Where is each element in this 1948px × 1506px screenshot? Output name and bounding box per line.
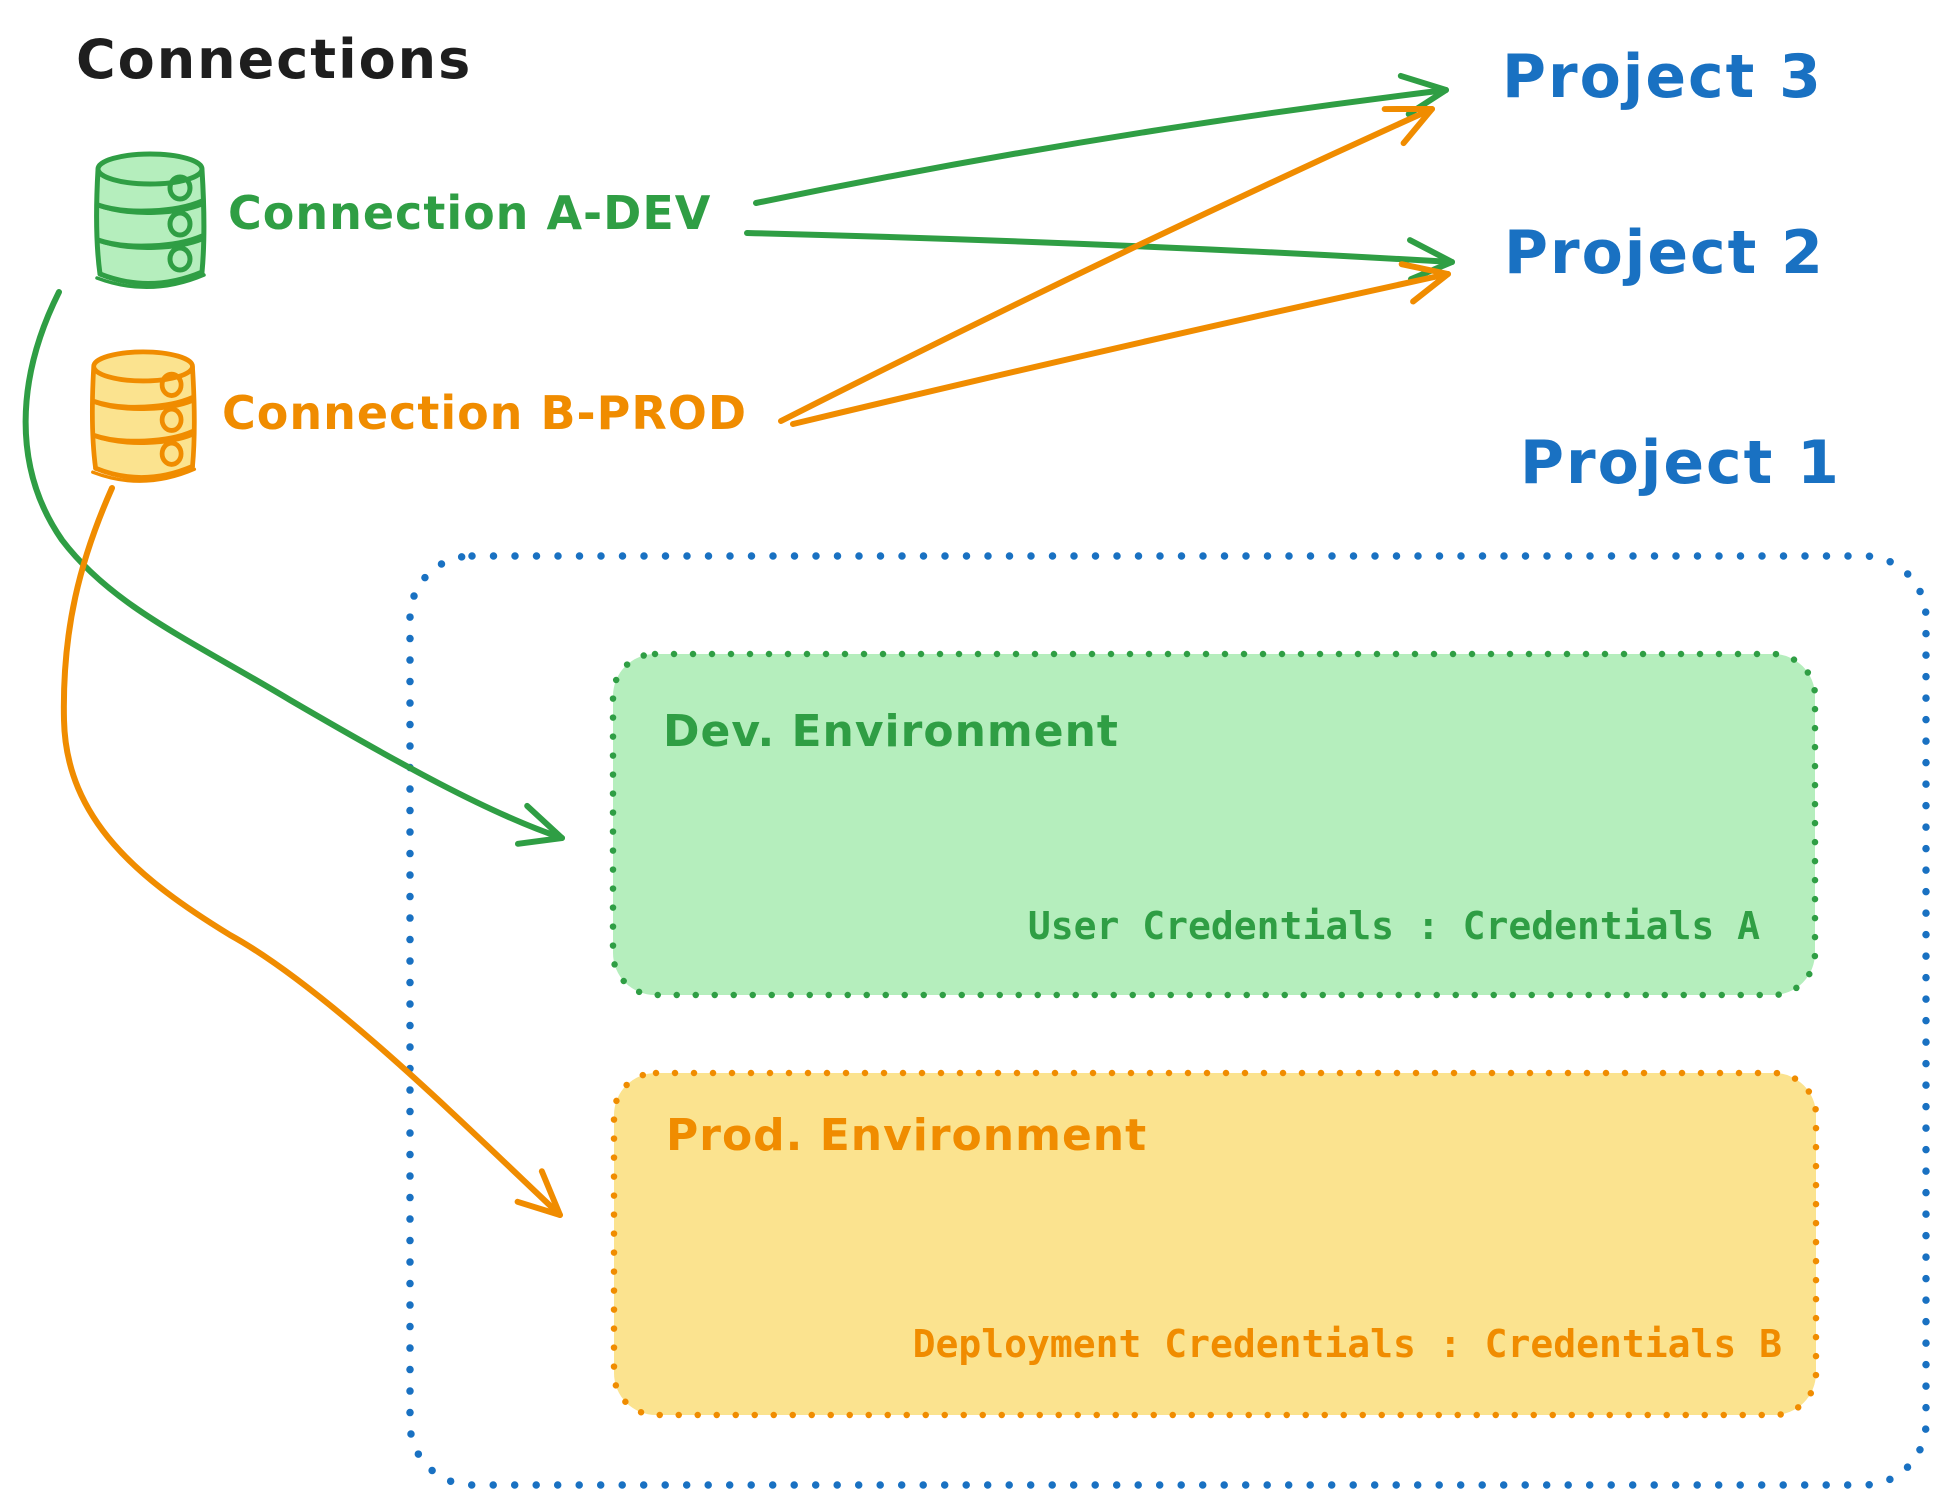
connection-a-dev-label: Connection A-DEV — [228, 186, 712, 240]
project-3-label: Project 3 — [1502, 42, 1823, 112]
dev-credentials-text: User Credentials : Credentials A — [1027, 904, 1760, 948]
database-icon-prod — [92, 352, 194, 481]
arrow-a-dev-to-dev-environment — [22, 289, 565, 847]
dev-environment-title: Dev. Environment — [663, 706, 1119, 757]
dev-environment-box — [609, 650, 1819, 999]
prod-credentials-text: Deployment Credentials : Credentials B — [912, 1322, 1782, 1366]
arrow-b-prod-to-project2 — [790, 261, 1451, 427]
connection-b-prod-label: Connection B-PROD — [222, 386, 748, 440]
arrow-a-dev-to-project3 — [753, 72, 1449, 206]
project-2-label: Project 2 — [1504, 218, 1825, 288]
arrow-b-prod-to-prod-environment — [60, 485, 563, 1218]
project-1-label: Project 1 — [1520, 428, 1841, 498]
project1-box — [406, 552, 1930, 1489]
arrow-b-prod-to-project3 — [778, 106, 1435, 424]
prod-environment-title: Prod. Environment — [666, 1110, 1148, 1161]
diagram-title: Connections — [76, 28, 473, 91]
arrow-a-dev-to-project2 — [744, 230, 1455, 283]
database-icon-dev — [97, 154, 204, 287]
prod-environment-box — [610, 1069, 1820, 1419]
